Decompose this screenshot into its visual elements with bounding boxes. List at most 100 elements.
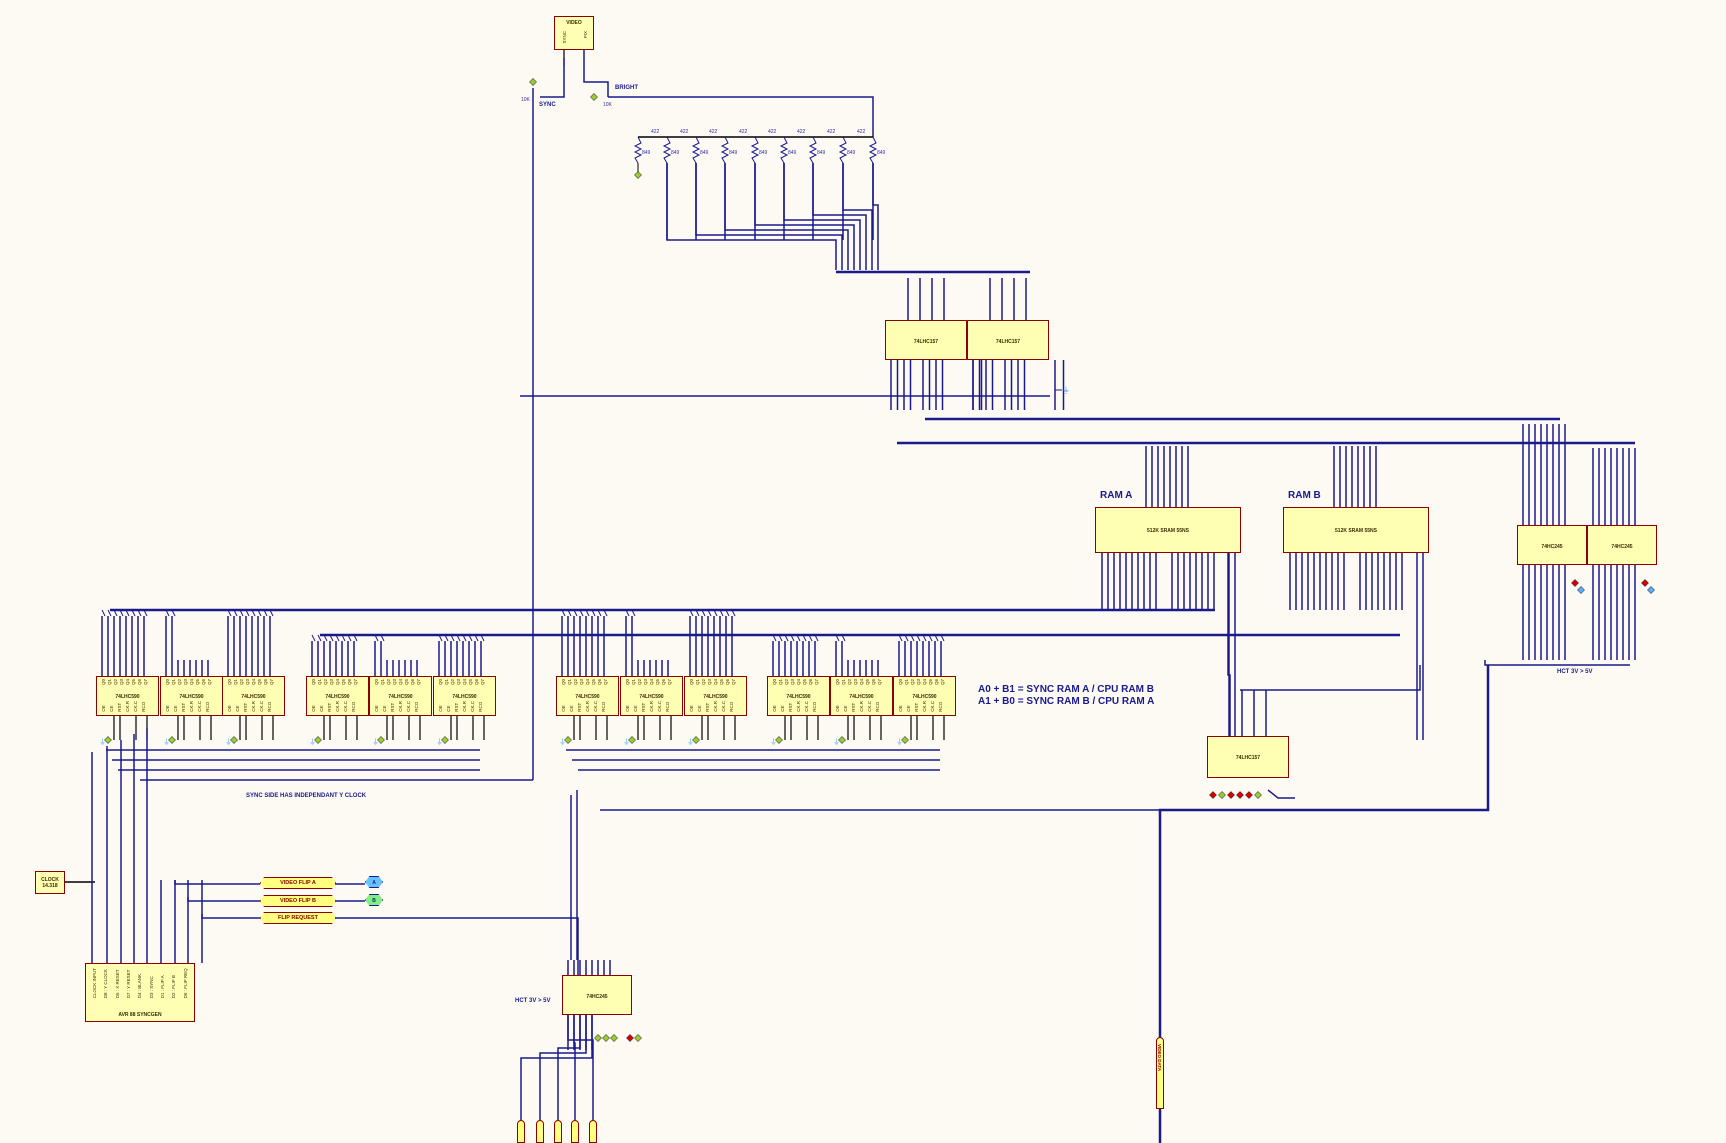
bus-entry bbox=[131, 609, 136, 617]
video-connector-title: VIDEO bbox=[566, 20, 582, 26]
pin-label: Q7 bbox=[207, 679, 212, 686]
bus-entry bbox=[263, 609, 268, 617]
buffer-chip-right-1[interactable]: 74HC245 bbox=[1517, 525, 1587, 565]
bottom-port[interactable] bbox=[517, 1120, 525, 1143]
ram-b-chip[interactable]: 512K SRAM 55NS bbox=[1283, 507, 1429, 553]
mux-chip-2[interactable]: 74LHC157 bbox=[967, 320, 1049, 360]
bus-entry bbox=[922, 634, 927, 642]
bright-pullup-node bbox=[590, 93, 598, 101]
bus-entry bbox=[707, 609, 712, 617]
syncgen-pin-label: D4 : BLANK bbox=[137, 974, 143, 999]
mux-chip-1[interactable]: 74LHC157 bbox=[885, 320, 967, 360]
bottom-port[interactable] bbox=[554, 1120, 562, 1143]
sync-net-label: SYNC bbox=[539, 102, 556, 108]
port-video-flip-a[interactable]: VIDEO FLIP A bbox=[260, 877, 336, 889]
ground-icon: ⏚ bbox=[687, 738, 694, 746]
syncgen-pin-label: D6 : FLIP REQ bbox=[182, 968, 188, 999]
pin-label: CK.C bbox=[593, 701, 598, 712]
ground-icon: ⏚ bbox=[1062, 386, 1070, 395]
series-value: 422 bbox=[797, 129, 806, 135]
bb-route bbox=[573, 1015, 576, 1120]
bus-entry bbox=[380, 634, 385, 642]
bus-entry bbox=[591, 609, 596, 617]
pin-label: OE bbox=[835, 705, 840, 712]
bus-entry bbox=[796, 634, 801, 642]
shunt-value: 849 bbox=[729, 150, 738, 156]
bottom-port[interactable] bbox=[589, 1120, 597, 1143]
syncgen-pin-label: D1 : FLIP A bbox=[159, 975, 165, 999]
video-connector[interactable]: VIDEO SYNC PIX bbox=[554, 16, 594, 50]
bottom-buffer-note: HCT 3V > 5V bbox=[515, 998, 551, 1004]
bus-entry bbox=[227, 609, 232, 617]
shunt-resistor bbox=[779, 136, 789, 164]
ground-icon: ⏚ bbox=[436, 738, 443, 746]
pin-label: OE bbox=[689, 705, 694, 712]
bus-entry bbox=[480, 634, 485, 642]
bus-entry bbox=[347, 634, 352, 642]
bb-node bbox=[634, 1034, 642, 1042]
pin-label: OE bbox=[227, 705, 232, 712]
hex-port-a[interactable]: A bbox=[365, 876, 383, 888]
port-flip-request[interactable]: FLIP REQUEST bbox=[260, 912, 336, 924]
flipreq-wire bbox=[201, 914, 260, 919]
syncgen-pin-label: D2 : FLIP B bbox=[171, 975, 177, 999]
bottom-port[interactable] bbox=[536, 1120, 544, 1143]
clock-oscillator[interactable]: CLOCK 14.318 bbox=[35, 871, 65, 894]
pin-label: CK.C bbox=[197, 701, 202, 712]
buf-dir-node bbox=[1571, 579, 1579, 587]
bus-entry bbox=[474, 634, 479, 642]
bus-entry bbox=[916, 634, 921, 642]
ladder-route bbox=[754, 163, 855, 270]
hex-port-b[interactable]: B bbox=[365, 894, 383, 906]
bus-entry bbox=[579, 609, 584, 617]
select-mux-chip[interactable]: 74LHC157 bbox=[1207, 736, 1289, 778]
port-video-flip-b[interactable]: VIDEO FLIP B bbox=[260, 895, 336, 907]
bus-entry bbox=[910, 634, 915, 642]
pin-label: CK.C bbox=[930, 701, 935, 712]
bus-entry bbox=[137, 609, 142, 617]
flipreq-route bbox=[334, 917, 579, 975]
sel-node bbox=[1245, 791, 1253, 799]
mux-chip-1-title: 74LHC157 bbox=[913, 339, 939, 345]
pin-label: CE bbox=[235, 705, 240, 712]
pin-sync: SYNC bbox=[562, 31, 567, 44]
counter-title: 74LHC590 bbox=[849, 694, 874, 700]
buffer-chip-right-2[interactable]: 74HC245 bbox=[1587, 525, 1657, 565]
ladder-route bbox=[842, 163, 873, 270]
bus-entry bbox=[701, 609, 706, 617]
bottom-buffer-chip[interactable]: 74HC245 bbox=[562, 975, 632, 1015]
pin-label: Q7 bbox=[353, 679, 358, 686]
bus-entry bbox=[374, 634, 379, 642]
port-video-data[interactable]: VIDEO DATA bbox=[1156, 1037, 1164, 1109]
sync-resistor-value: 10K bbox=[521, 97, 530, 103]
buffer-right-1-title: 74HC245 bbox=[1541, 544, 1563, 550]
ram-a-chip[interactable]: 512K SRAM 55NS bbox=[1095, 507, 1241, 553]
pin-label: CK.C bbox=[259, 701, 264, 712]
pin-label: RST bbox=[914, 702, 919, 712]
shunt-value: 849 bbox=[847, 150, 856, 156]
ground-icon: ⏚ bbox=[770, 738, 777, 746]
bus-entry bbox=[597, 609, 602, 617]
counter-title: 74LHC590 bbox=[115, 694, 140, 700]
shunt-resistor bbox=[808, 136, 818, 164]
bottom-port[interactable] bbox=[571, 1120, 579, 1143]
pin-label: RCO bbox=[478, 701, 483, 712]
bus-entry bbox=[119, 609, 124, 617]
pix-wire bbox=[583, 50, 609, 97]
